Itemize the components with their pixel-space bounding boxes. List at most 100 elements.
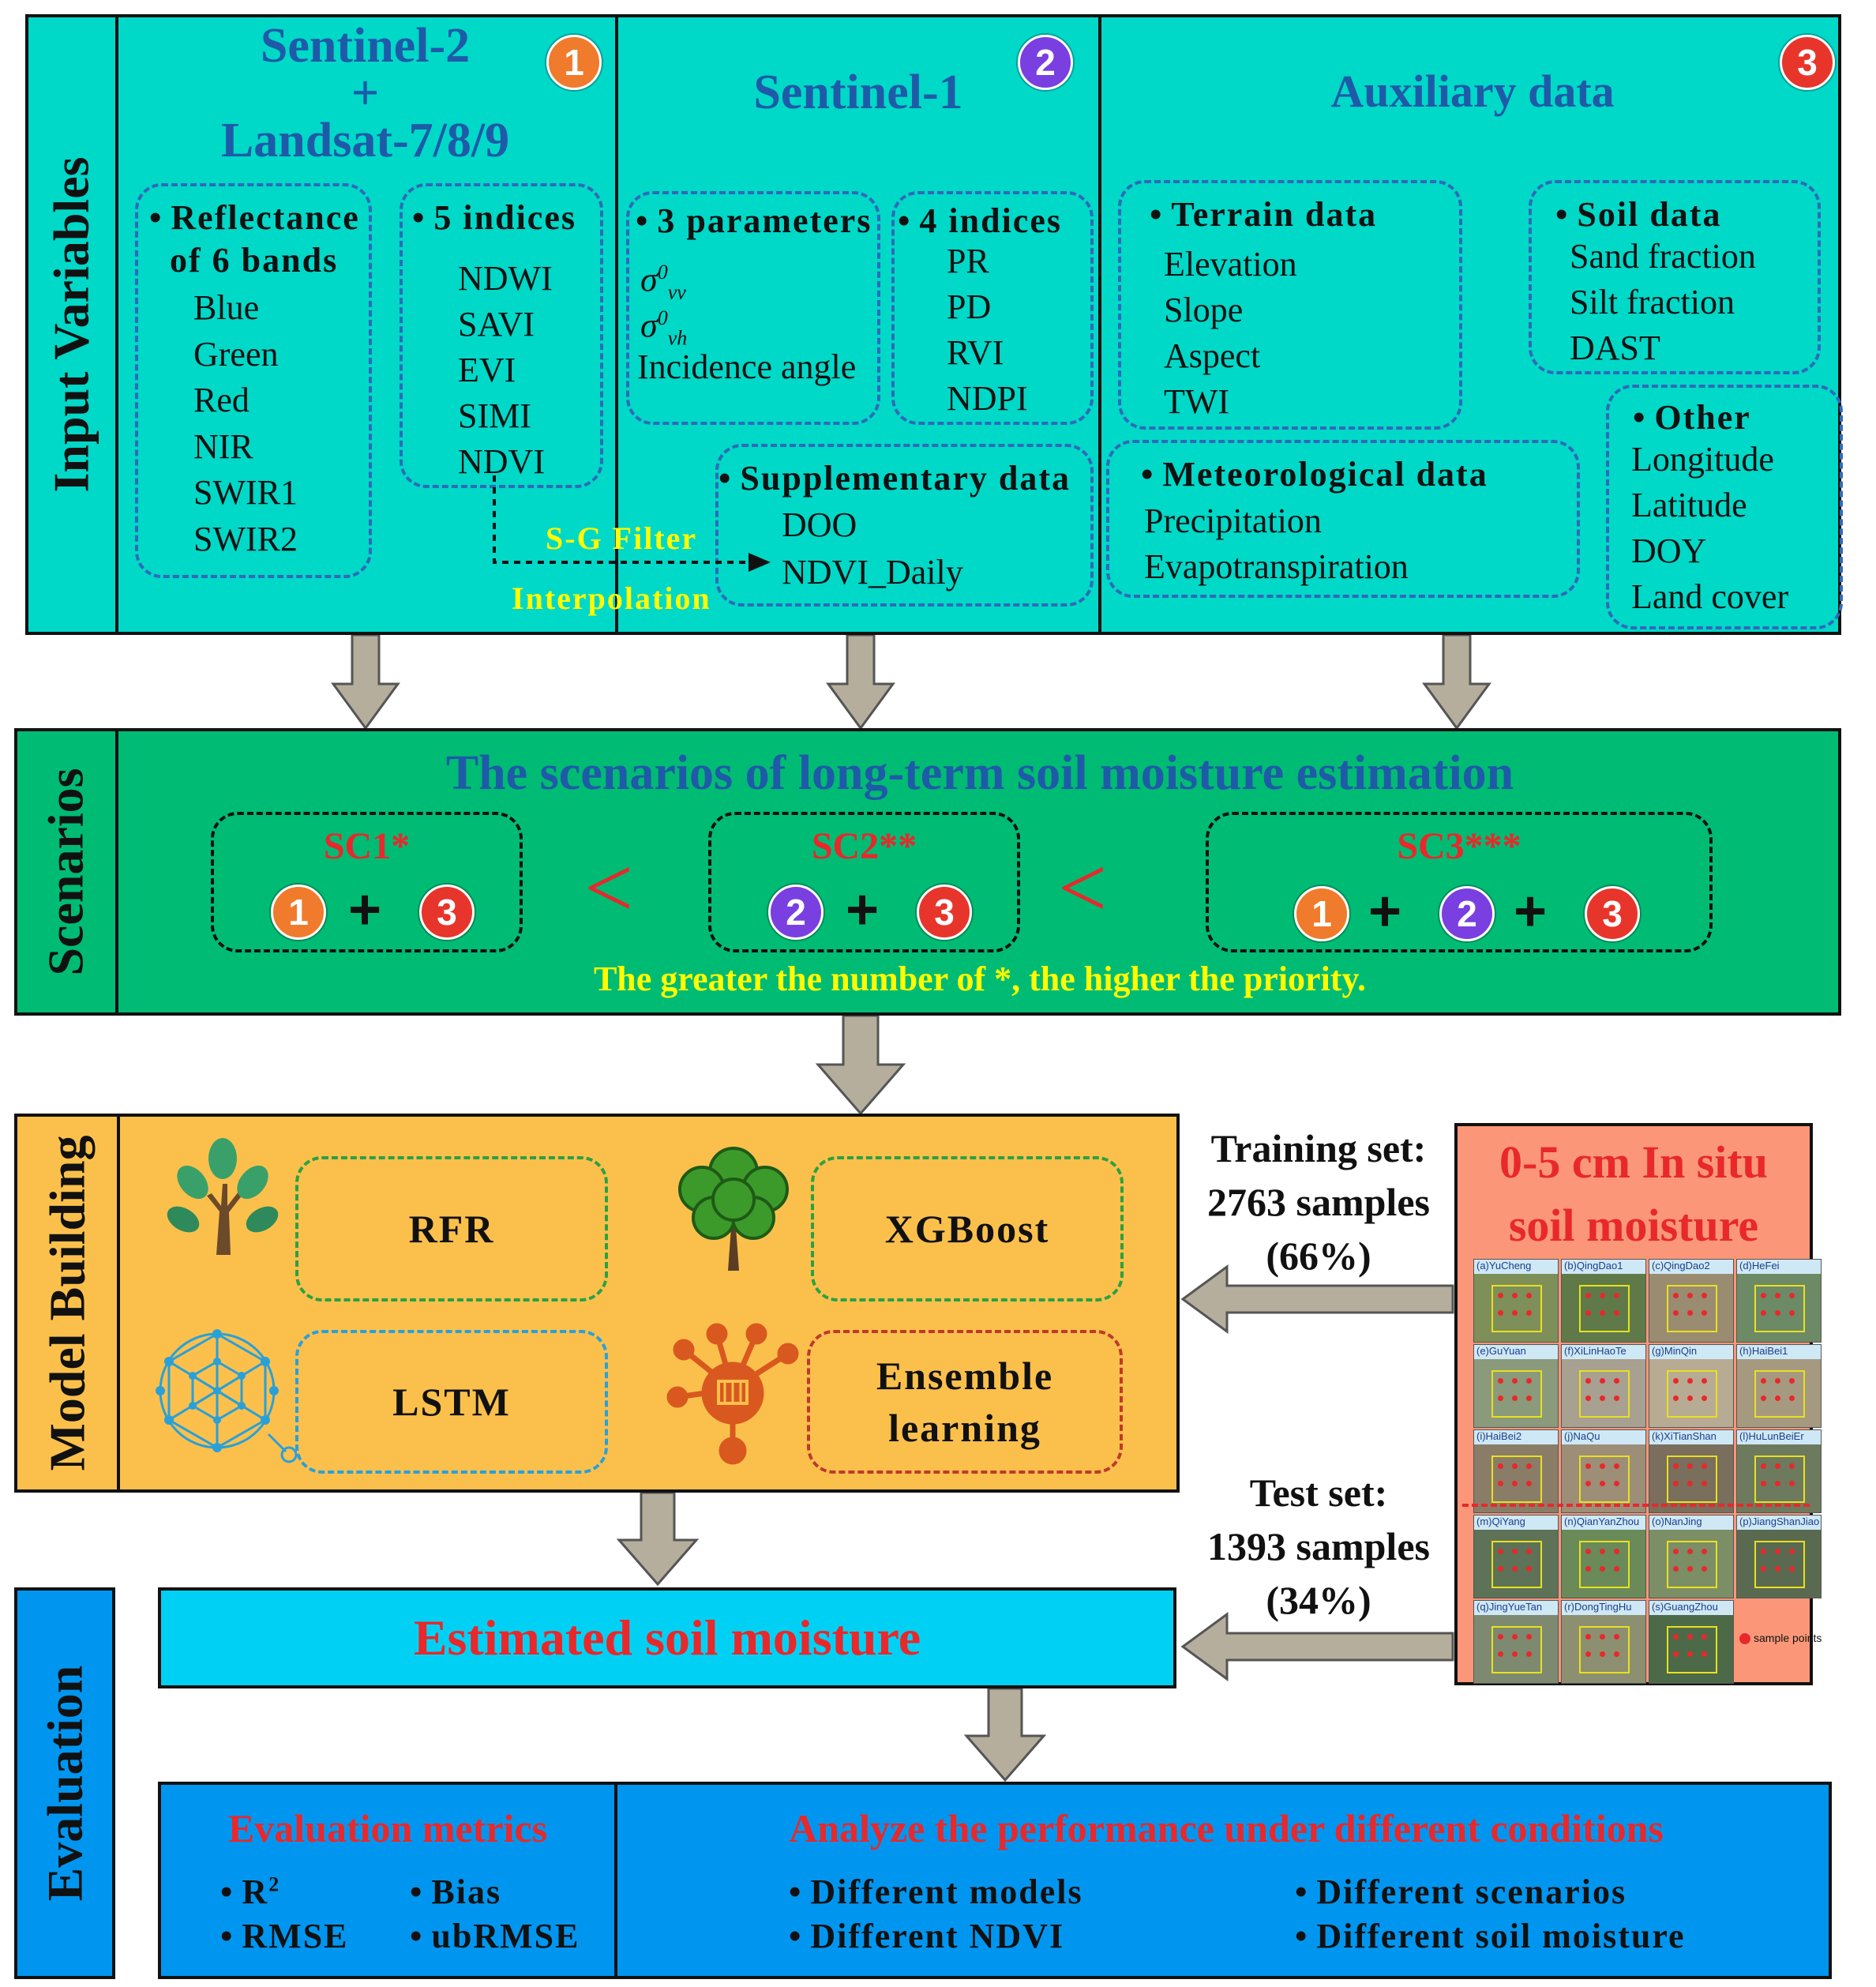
metric-ubrmse: ubRMSE bbox=[410, 1916, 580, 1956]
terrain-list: Elevation Slope Aspect TWI bbox=[1164, 245, 1297, 421]
sc1-label: SC1* bbox=[323, 825, 411, 867]
site-map-19: (s)GuangZhou bbox=[1649, 1600, 1734, 1684]
divider-1 bbox=[615, 17, 618, 632]
parameters3-title: 3 parameters bbox=[636, 201, 872, 241]
site-label: (i)HaiBei2 bbox=[1474, 1430, 1558, 1444]
less-than-2: < bbox=[1058, 839, 1108, 936]
ensemble-label-1: Ensemble bbox=[876, 1354, 1054, 1398]
broadleaf-tree-icon bbox=[678, 1147, 789, 1271]
badge-1: 1 bbox=[546, 35, 602, 90]
sc3-plus-2: + bbox=[1514, 880, 1548, 943]
sc1-badge-3: 3 bbox=[419, 885, 475, 940]
condition-scenarios: Different scenarios bbox=[1295, 1872, 1626, 1912]
sc1-plus: + bbox=[348, 878, 382, 941]
indices4-box: 4 indices PR PD RVI NDPI bbox=[891, 191, 1094, 425]
ensemble-node-icon bbox=[666, 1323, 799, 1465]
terrain-title: Terrain data bbox=[1150, 194, 1377, 235]
supplementary-title: Supplementary data bbox=[719, 458, 1071, 498]
xgboost-label: XGBoost bbox=[884, 1207, 1050, 1251]
model-building-panel: Model Building RFR XGBoost bbox=[14, 1114, 1180, 1493]
condition-ndvi: Different NDVI bbox=[789, 1916, 1064, 1956]
site-label: (k)XiTianShan bbox=[1649, 1430, 1733, 1444]
sc2-label: SC2** bbox=[811, 825, 917, 867]
badge-2: 2 bbox=[1018, 35, 1073, 90]
sc3-badge-1: 1 bbox=[1294, 886, 1349, 941]
meteorological-box: Meteorological data Precipitation Evapot… bbox=[1106, 440, 1580, 598]
site-map-grid: (a)YuCheng (b)QingDao1 (c)QingDao2 (d)HeFei… bbox=[1473, 1259, 1837, 1684]
soil-list: Sand fraction Silt fraction DAST bbox=[1570, 237, 1756, 367]
doo-item: DOO bbox=[782, 505, 857, 544]
meteorological-title: Meteorological data bbox=[1141, 454, 1488, 494]
arrow-left-test bbox=[1180, 1612, 1454, 1681]
other-list: Longitude Latitude DOY Land cover bbox=[1631, 440, 1789, 616]
arrow-down-4 bbox=[815, 1016, 906, 1116]
site-label: (m)QiYang bbox=[1474, 1516, 1558, 1530]
site-map-4: (d)HeFei bbox=[1736, 1259, 1822, 1343]
interpolation-label: Interpolation bbox=[512, 580, 711, 616]
site-map-13: (m)QiYang bbox=[1473, 1515, 1559, 1598]
terrain-box: Terrain data Elevation Slope Aspect TWI bbox=[1118, 180, 1462, 430]
sc1-box: SC1* 1 + 3 bbox=[211, 812, 523, 952]
metric-r2: R2 bbox=[220, 1872, 280, 1912]
sc1-badge-1: 1 bbox=[271, 885, 326, 940]
estimated-label: Estimated soil moisture bbox=[413, 1610, 921, 1666]
site-map-10: (j)NaQu bbox=[1561, 1429, 1646, 1513]
sc3-badge-3: 3 bbox=[1585, 886, 1640, 941]
estimated-soil-moisture-box: Estimated soil moisture bbox=[158, 1587, 1176, 1688]
band-list: Blue Green Red NIR SWIR1 SWIR2 bbox=[193, 288, 298, 558]
site-map-9: (i)HaiBei2 bbox=[1473, 1429, 1559, 1513]
rfr-label: RFR bbox=[408, 1207, 495, 1251]
sentinel1-title: Sentinel-1 bbox=[753, 66, 963, 119]
metric-rmse: RMSE bbox=[220, 1916, 349, 1956]
divider-2 bbox=[1098, 17, 1101, 632]
priority-note: The greater the number of *, the higher … bbox=[593, 960, 1367, 998]
test-set-label: Test set: 1393 samples (34%) bbox=[1207, 1471, 1430, 1622]
condition-models: Different models bbox=[789, 1872, 1083, 1912]
arrow-down-2 bbox=[826, 635, 895, 730]
reflectance-title: Reflectance bbox=[149, 197, 360, 238]
less-than-1: < bbox=[584, 839, 634, 936]
network-sphere-icon bbox=[156, 1329, 298, 1463]
ensemble-box: Ensemble learning bbox=[807, 1330, 1123, 1474]
arrow-down-6 bbox=[963, 1688, 1047, 1782]
rfr-box: RFR bbox=[295, 1156, 608, 1302]
site-label: (d)HeFei bbox=[1737, 1260, 1821, 1274]
site-label: (a)YuCheng bbox=[1474, 1260, 1558, 1274]
indices4-list: PR PD RVI NDPI bbox=[947, 242, 1028, 418]
sc3-plus-1: + bbox=[1368, 880, 1402, 943]
badge-3: 3 bbox=[1780, 35, 1835, 90]
reflectance-box: Reflectance of 6 bands Blue Green Red NI… bbox=[135, 183, 372, 578]
site-label: (s)GuangZhou bbox=[1649, 1601, 1733, 1615]
condition-soil-moisture: Different soil moisture bbox=[1295, 1916, 1686, 1956]
evaluation-panel: Evaluation metrics R2 RMSE Bias ubRMSE A… bbox=[158, 1782, 1832, 1979]
site-label: (f)XiLinHaoTe bbox=[1562, 1345, 1645, 1359]
sigma-vv: σ0vv bbox=[640, 260, 686, 304]
arrow-down-1 bbox=[331, 635, 400, 730]
analyze-title: Analyze the performance under different … bbox=[789, 1806, 1664, 1850]
site-map-7: (g)MinQin bbox=[1649, 1344, 1734, 1428]
incidence-angle: Incidence angle bbox=[637, 347, 857, 386]
site-map-14: (n)QianYanZhou bbox=[1561, 1515, 1646, 1598]
site-map-3: (c)QingDao2 bbox=[1649, 1259, 1734, 1343]
site-map-5: (e)GuYuan bbox=[1473, 1344, 1559, 1428]
other-title: Other bbox=[1633, 397, 1751, 438]
sg-filter-label: S-G Filter bbox=[546, 520, 698, 556]
sg-filter-arrow bbox=[493, 475, 771, 572]
indices5-list: NDWI SAVI EVI SIMI NDVI bbox=[458, 259, 553, 481]
input-variables-panel: Input Variables Sentinel-2 + Landsat-7/8… bbox=[25, 14, 1843, 635]
evaluation-title: Evaluation bbox=[36, 1665, 92, 1902]
site-map-18: (r)DongTingHu bbox=[1561, 1600, 1646, 1684]
sentinel2-title: Sentinel-2 + Landsat-7/8/9 bbox=[220, 19, 510, 167]
sc3-badge-2: 2 bbox=[1439, 886, 1495, 941]
parameters3-box: 3 parameters σ0vv σ0vh Incidence angle bbox=[626, 191, 880, 425]
site-map-1: (a)YuCheng bbox=[1473, 1259, 1559, 1343]
site-label: (b)QingDao1 bbox=[1562, 1260, 1645, 1274]
arrow-down-5 bbox=[616, 1493, 700, 1587]
site-map-11: (k)XiTianShan bbox=[1649, 1429, 1734, 1513]
site-label: (c)QingDao2 bbox=[1649, 1260, 1733, 1274]
evaluation-title-box: Evaluation bbox=[14, 1587, 115, 1979]
soil-title: Soil data bbox=[1555, 194, 1721, 235]
reflectance-subtitle: of 6 bands bbox=[170, 241, 339, 280]
ndvi-daily-item: NDVI_Daily bbox=[782, 553, 963, 592]
insitu-title: 0-5 cm In situ soil moisture bbox=[1499, 1136, 1768, 1251]
